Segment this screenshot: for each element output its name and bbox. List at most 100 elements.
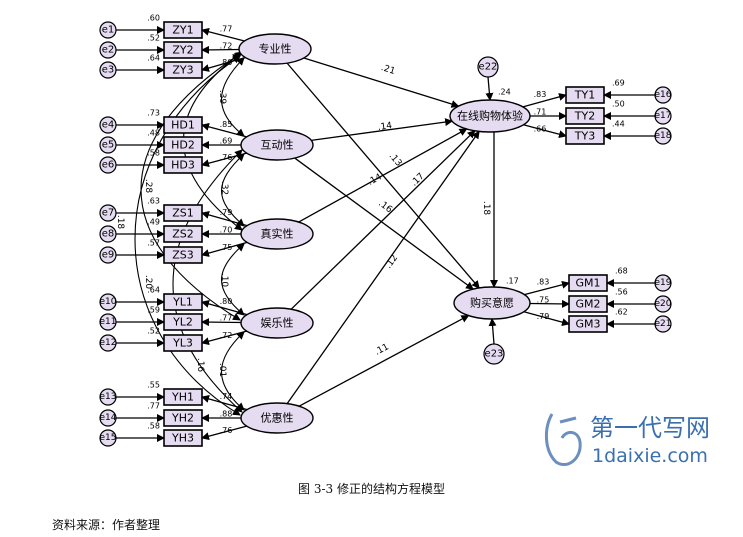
latent-node-ty <box>449 99 531 133</box>
error-node-e16 <box>654 86 672 104</box>
r2-label-yh2: .77 <box>147 402 160 411</box>
r2-label-yh1: .55 <box>147 381 160 390</box>
path-label-zs-ty: .14 <box>366 172 384 188</box>
correlation-label-zy-yh: .20 <box>143 275 153 290</box>
correlation-arrow-zy-yh <box>134 55 241 416</box>
r2-label-e22: .24 <box>498 88 511 97</box>
latent-label-hd: 互动性 <box>261 138 294 152</box>
path-label-yh-ty: .12 <box>384 253 400 270</box>
loading-arrow-gm3 <box>523 311 570 327</box>
error-node-e13 <box>99 388 117 406</box>
error-node-e20 <box>654 295 672 313</box>
correlation-label-zy-hd: .39 <box>217 90 227 105</box>
watermark-text-url: 1daixie.com <box>592 445 708 467</box>
indicator-box-gm3 <box>568 315 608 333</box>
error-label-e7: e7 <box>102 208 115 219</box>
loading-label-yh1: .74 <box>220 392 233 401</box>
indicator-box-yl1 <box>163 293 203 311</box>
error-label-e1: e1 <box>102 25 115 36</box>
error-label-e10: e10 <box>100 297 117 307</box>
error-label-e19: e19 <box>655 278 672 288</box>
indicator-label-zs3: ZS3 <box>172 249 194 262</box>
error-label-e9: e9 <box>102 250 115 261</box>
r2-label-ty1: .69 <box>612 79 625 88</box>
disturbance-label-e23: e23 <box>485 349 504 360</box>
loading-label-yh3: .76 <box>220 426 233 435</box>
path-arrow-zs-ty <box>298 128 468 223</box>
loading-arrow-yh3 <box>201 425 247 441</box>
loading-label-hd3: .76 <box>220 153 233 162</box>
latent-label-zs: 真实性 <box>261 227 294 241</box>
r2-label-hd1: .73 <box>147 109 160 118</box>
error-label-e6: e6 <box>102 160 115 171</box>
loading-label-zy2: .72 <box>220 41 233 50</box>
indicator-box-yh1 <box>163 388 203 406</box>
correlation-label-yl-yh: .01 <box>217 363 227 377</box>
watermark-text-cn: 第一代写网 <box>590 414 710 442</box>
error-label-e18: e18 <box>655 131 672 141</box>
error-node-e2 <box>99 41 117 59</box>
indicator-box-zy1 <box>163 21 203 39</box>
r2-label-zy1: .60 <box>147 14 160 23</box>
path-arrow-zy-ty <box>303 57 460 108</box>
error-label-e21: e21 <box>655 319 672 329</box>
path-arrow-yh-ty <box>286 130 480 404</box>
indicator-label-zy1: ZY1 <box>172 24 193 37</box>
loading-label-yh2: .88 <box>220 410 233 419</box>
loading-label-gm2: .75 <box>537 295 550 304</box>
loading-arrow-zy1 <box>201 27 245 42</box>
indicator-box-zs1 <box>163 204 203 222</box>
r2-label-e23: .17 <box>506 277 519 286</box>
indicator-label-yl3: YL3 <box>172 337 193 350</box>
r2-label-yh3: .58 <box>147 422 160 431</box>
indicator-label-hd1: HD1 <box>171 119 195 132</box>
indicator-label-ty1: TY1 <box>574 89 595 102</box>
error-node-e9 <box>99 246 117 264</box>
indicator-box-zs2 <box>163 225 203 243</box>
error-node-e19 <box>654 274 672 292</box>
latent-label-gm: 购买意愿 <box>470 296 514 310</box>
correlation-arrow-hd-yh <box>172 149 243 413</box>
loading-label-yl1: .80 <box>220 297 233 306</box>
indicator-box-yl3 <box>163 334 203 352</box>
loading-label-yl3: .72 <box>220 331 233 340</box>
loading-label-ty3: .66 <box>534 124 547 133</box>
loading-label-hd2: .69 <box>220 137 233 146</box>
error-node-e17 <box>654 107 672 125</box>
watermark-icon <box>545 413 582 466</box>
figure-caption: 图 3-3 修正的结构方程模型 <box>298 482 445 496</box>
error-label-e3: e3 <box>102 65 115 76</box>
error-node-e21 <box>654 315 672 333</box>
indicator-box-yh2 <box>163 409 203 427</box>
correlation-label-hd-zs: .32 <box>219 181 229 195</box>
r2-label-zs2: .49 <box>147 218 160 227</box>
error-label-e14: e14 <box>100 413 117 423</box>
indicator-label-gm1: GM1 <box>575 277 600 290</box>
path-label-hd-gm: .16 <box>376 199 394 216</box>
r2-label-hd2: .48 <box>147 129 160 138</box>
indicator-label-hd2: HD2 <box>171 139 195 152</box>
diagram-lines <box>116 26 655 442</box>
r2-label-zy2: .52 <box>147 34 160 43</box>
indicator-label-yh3: YH3 <box>171 432 194 445</box>
indicator-box-hd3 <box>163 156 203 174</box>
loading-arrow-ty3 <box>523 124 567 139</box>
diagram-labels: .77.72.80.85.69.76.79.70.75.80.77.72.74.… <box>100 14 672 445</box>
path-label-zy-ty: .21 <box>380 63 397 77</box>
disturbance-arrow-e22 <box>485 76 494 101</box>
loading-arrow-ty1 <box>522 93 567 108</box>
r2-label-gm2: .56 <box>615 288 628 297</box>
indicator-box-yl2 <box>163 313 203 331</box>
r2-label-yl3: .52 <box>147 327 160 336</box>
loading-label-zs1: .79 <box>220 208 233 217</box>
latent-node-zs <box>240 218 314 250</box>
error-node-e5 <box>99 136 117 154</box>
path-arrow-hd-gm <box>294 157 474 290</box>
latent-node-gm <box>453 286 531 320</box>
error-node-e6 <box>99 156 117 174</box>
disturbance-label-e22: e22 <box>479 62 498 73</box>
correlation-label-zs-yl: .10 <box>219 273 229 288</box>
indicator-box-hd1 <box>163 116 203 134</box>
error-node-e15 <box>99 429 117 447</box>
latent-label-ty: 在线购物体验 <box>457 109 523 123</box>
